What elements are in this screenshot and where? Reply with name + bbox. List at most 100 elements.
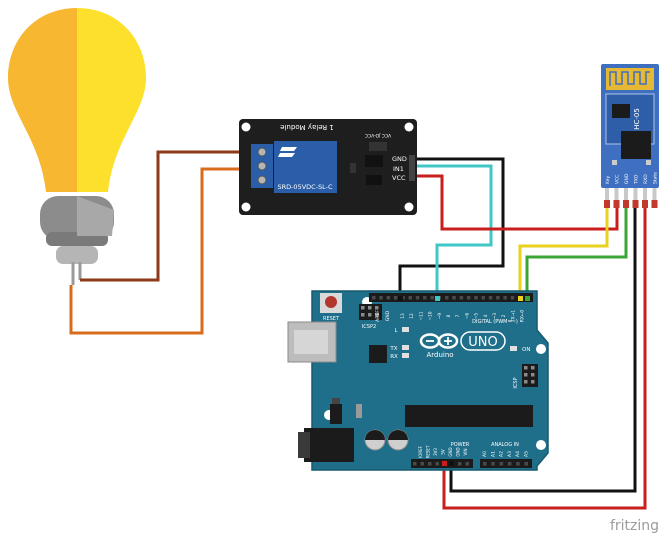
digital-pin-label: 7 bbox=[455, 314, 461, 317]
digital-pin-label: 13 bbox=[400, 313, 406, 319]
bulb-glass-left bbox=[8, 8, 77, 192]
header-hole bbox=[474, 296, 478, 300]
light-bulb bbox=[8, 8, 146, 285]
header-hole bbox=[481, 296, 485, 300]
analog-pin-label: A1 bbox=[490, 451, 496, 457]
icsp-label: ICSP bbox=[513, 377, 519, 388]
digital-pin-label: 2 bbox=[501, 314, 507, 317]
voltage-regulator bbox=[330, 404, 342, 424]
relay-pin-label-in1: IN1 bbox=[393, 165, 404, 173]
uno-label: UNO bbox=[468, 335, 497, 350]
relay-brand-logo bbox=[278, 147, 297, 157]
bt-pin-key bbox=[605, 188, 609, 202]
header-hole bbox=[415, 296, 420, 300]
wire-tip-yellow-tx bbox=[518, 296, 523, 301]
relay-module-title: 1 Relay Module bbox=[280, 123, 334, 131]
icsp-pin bbox=[531, 373, 535, 377]
digital-pin-label: ~9 bbox=[437, 313, 443, 320]
digital-pin-label: TX→1 bbox=[510, 310, 516, 323]
icsp2-header bbox=[359, 304, 382, 320]
relay-led bbox=[350, 163, 356, 173]
bt-pin-rxd bbox=[643, 188, 647, 202]
header-hole bbox=[465, 462, 469, 466]
bt-pins bbox=[604, 188, 658, 208]
atmega-chip bbox=[405, 405, 533, 427]
bt-pin-state bbox=[652, 188, 657, 202]
relay-jumper-label: VCC JD-VCC bbox=[365, 132, 391, 138]
bulb-base-shade bbox=[77, 196, 114, 236]
header-hole bbox=[386, 296, 391, 300]
bt-chip-large bbox=[621, 131, 651, 159]
wire-black-gnd-to-bt bbox=[449, 208, 637, 493]
led-l-label: L bbox=[394, 328, 398, 334]
power-pin-label: 3V3 bbox=[433, 448, 438, 456]
icsp-pin bbox=[361, 306, 365, 310]
header-hole bbox=[491, 462, 495, 466]
icsp-pin bbox=[531, 380, 535, 384]
relay-pin-label-vcc: VCC bbox=[392, 174, 406, 182]
header-hole bbox=[372, 296, 376, 300]
header-hole bbox=[379, 296, 383, 300]
analog-pin-label: A4 bbox=[515, 451, 521, 457]
icsp-pin bbox=[368, 313, 372, 317]
header-hole bbox=[503, 296, 507, 300]
analog-header bbox=[480, 459, 532, 468]
wire-tip-green-rx bbox=[525, 296, 530, 301]
led-l bbox=[402, 327, 409, 332]
usb-chip bbox=[369, 345, 387, 363]
power-pin-label: VIN bbox=[463, 449, 468, 456]
icsp-pin bbox=[531, 366, 535, 370]
header-hole bbox=[524, 462, 528, 466]
power-pin-label: IOREF bbox=[418, 445, 423, 458]
relay-mount-hole-tr bbox=[404, 122, 414, 132]
icsp-pin bbox=[361, 313, 365, 317]
bt-pin-label: RXD bbox=[643, 174, 649, 184]
icsp-pin bbox=[375, 313, 379, 317]
digital-pin-label: ~11 bbox=[418, 311, 424, 320]
arduino-brand: Arduino bbox=[426, 351, 453, 359]
capacitor-2-top bbox=[388, 430, 408, 440]
bt-pin-vcc bbox=[614, 188, 619, 202]
crystal bbox=[356, 404, 362, 418]
icsp-pin bbox=[375, 306, 379, 310]
header-hole bbox=[510, 296, 515, 300]
digital-pin-label: 8 bbox=[446, 314, 452, 317]
bt-pin-tip-vcc bbox=[613, 200, 620, 208]
power-label: POWER bbox=[451, 442, 470, 448]
analog-pin-label: A3 bbox=[507, 451, 513, 457]
header-hole bbox=[483, 462, 487, 466]
wire-tip-black-gnd-bottom bbox=[449, 461, 454, 466]
bt-pin-tip-key bbox=[604, 200, 610, 208]
header-hole bbox=[507, 462, 512, 466]
wire-tips bbox=[398, 296, 530, 466]
fritzing-watermark: fritzing bbox=[610, 518, 659, 534]
relay-pin-header bbox=[409, 155, 415, 181]
bulb-base-bottom bbox=[56, 246, 98, 264]
digital-pin-label: RX←0 bbox=[520, 310, 526, 323]
arduino-logo bbox=[419, 333, 459, 349]
digital-pin-label: ~5 bbox=[474, 313, 480, 320]
power-jack bbox=[304, 428, 354, 462]
bt-chip-small bbox=[612, 104, 630, 118]
header-hole bbox=[496, 296, 500, 300]
header-hole bbox=[435, 462, 439, 466]
digital-pin-label: ~6 bbox=[464, 313, 470, 320]
bt-pin-label: VCC bbox=[615, 175, 621, 184]
icsp-pin bbox=[524, 380, 528, 384]
usb-connector-inner bbox=[294, 330, 328, 354]
digital-pin-label: ~10 bbox=[428, 311, 434, 320]
power-pin-label: GND bbox=[448, 447, 453, 456]
power-jack-face bbox=[298, 432, 310, 458]
bt-pin-tip-txd bbox=[632, 200, 639, 208]
relay-diode bbox=[366, 175, 382, 185]
icsp-header bbox=[522, 364, 538, 387]
led-tx-label: TX bbox=[389, 346, 397, 352]
led-on-label: ON bbox=[522, 347, 530, 353]
bt-pin-tip-gnd bbox=[623, 200, 629, 208]
header-hole bbox=[488, 296, 493, 300]
bulb-glass-right bbox=[77, 8, 146, 192]
power-pin-label: 5V bbox=[441, 449, 446, 455]
